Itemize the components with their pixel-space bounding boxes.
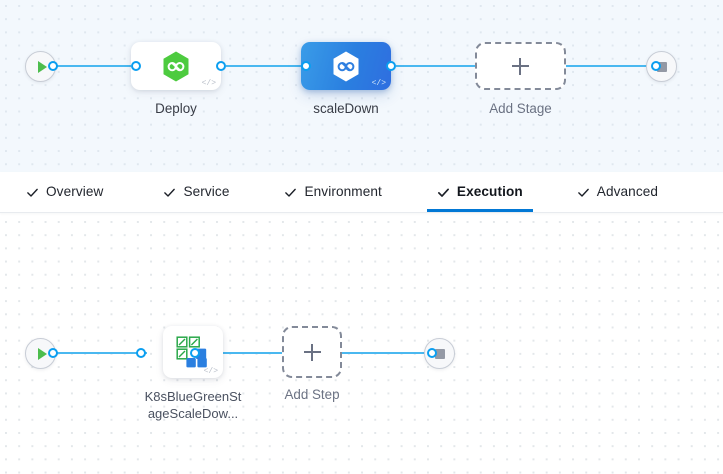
connector-ring-end[interactable] bbox=[651, 61, 661, 71]
connector-ring-deploy-out[interactable] bbox=[216, 61, 226, 71]
tab-label: Execution bbox=[456, 184, 523, 200]
pipe-addstep-to-end bbox=[340, 352, 432, 355]
check-icon bbox=[285, 188, 297, 197]
tab-active-underline bbox=[426, 209, 533, 212]
check-icon bbox=[577, 188, 589, 197]
pipe-start-to-k8sstep bbox=[47, 352, 147, 355]
kubernetes-scale-icon bbox=[176, 336, 210, 368]
connector-ring-step-end[interactable] bbox=[427, 348, 437, 358]
stage-config-tabbar: Overview Service Environment Execution bbox=[0, 172, 723, 213]
connector-ring-step-out[interactable] bbox=[190, 348, 200, 358]
code-glyph-icon: </> bbox=[203, 367, 218, 376]
step-card[interactable]: </> bbox=[163, 326, 223, 378]
add-stage-button[interactable] bbox=[475, 42, 566, 90]
connector-ring-deploy-in[interactable] bbox=[131, 61, 141, 71]
stage-node-label: scaleDown bbox=[313, 101, 379, 116]
stop-icon bbox=[656, 61, 667, 72]
pipe-start-to-deploy bbox=[47, 65, 142, 68]
check-icon bbox=[164, 188, 176, 197]
add-step-node[interactable]: Add Step bbox=[282, 326, 342, 404]
pipe-addstage-to-end bbox=[560, 65, 656, 68]
connector-ring-step-in[interactable] bbox=[136, 348, 146, 358]
tab-label: Environment bbox=[304, 184, 382, 200]
stage-graph-canvas[interactable]: </> Deploy </> scaleDown bbox=[0, 0, 723, 172]
add-stage-node[interactable]: Add Stage bbox=[475, 42, 566, 118]
connector-ring-step-start[interactable] bbox=[48, 348, 58, 358]
play-icon bbox=[37, 60, 47, 73]
add-step-label: Add Step bbox=[284, 387, 340, 402]
tab-environment[interactable]: Environment bbox=[284, 172, 382, 212]
step-node-label-line1: K8sBlueGreenSt bbox=[144, 389, 242, 404]
pipe-k8sstep-to-addstep bbox=[200, 352, 285, 355]
tab-overview[interactable]: Overview bbox=[26, 172, 103, 212]
tab-execution[interactable]: Execution bbox=[426, 172, 533, 212]
check-icon bbox=[437, 188, 449, 197]
add-stage-label: Add Stage bbox=[489, 101, 552, 116]
execution-steps-canvas[interactable]: </> K8sBlueGreenSt ageScaleDow... Add St… bbox=[0, 213, 723, 474]
stage-node-label: Deploy bbox=[155, 101, 197, 116]
check-icon bbox=[27, 188, 38, 197]
plus-icon bbox=[512, 57, 529, 75]
stage-node-deploy[interactable]: </> Deploy bbox=[131, 42, 221, 118]
stage-node-scaledown[interactable]: </> scaleDown bbox=[301, 42, 391, 118]
stop-icon bbox=[434, 348, 445, 359]
step-node-k8sbluegreenscaledown[interactable]: </> K8sBlueGreenSt ageScaleDow... bbox=[135, 326, 251, 423]
tab-advanced[interactable]: Advanced bbox=[577, 172, 658, 212]
harness-hexagon-white-icon bbox=[331, 50, 361, 83]
connector-ring-start[interactable] bbox=[48, 61, 58, 71]
add-step-button[interactable] bbox=[282, 326, 342, 378]
plus-icon bbox=[303, 343, 321, 361]
tab-label: Service bbox=[183, 184, 230, 200]
pipe-scaledown-to-addstage bbox=[396, 65, 481, 68]
pipe-deploy-to-scaledown bbox=[226, 65, 311, 68]
play-icon bbox=[37, 347, 47, 360]
stage-card-deploy[interactable]: </> bbox=[131, 42, 221, 90]
tab-service[interactable]: Service bbox=[163, 172, 229, 212]
code-glyph-icon: </> bbox=[201, 79, 216, 88]
harness-hexagon-green-icon bbox=[161, 50, 191, 83]
connector-ring-scaledown-out[interactable] bbox=[386, 61, 396, 71]
step-node-label-line2: ageScaleDow... bbox=[147, 406, 239, 422]
tab-label: Advanced bbox=[596, 184, 659, 200]
connector-ring-scaledown-in[interactable] bbox=[301, 61, 311, 71]
step-node-label: K8sBlueGreenSt ageScaleDow... bbox=[135, 388, 251, 423]
stage-card-scaledown[interactable]: </> bbox=[301, 42, 391, 90]
tab-label: Overview bbox=[46, 184, 104, 200]
code-glyph-icon: </> bbox=[371, 79, 386, 88]
